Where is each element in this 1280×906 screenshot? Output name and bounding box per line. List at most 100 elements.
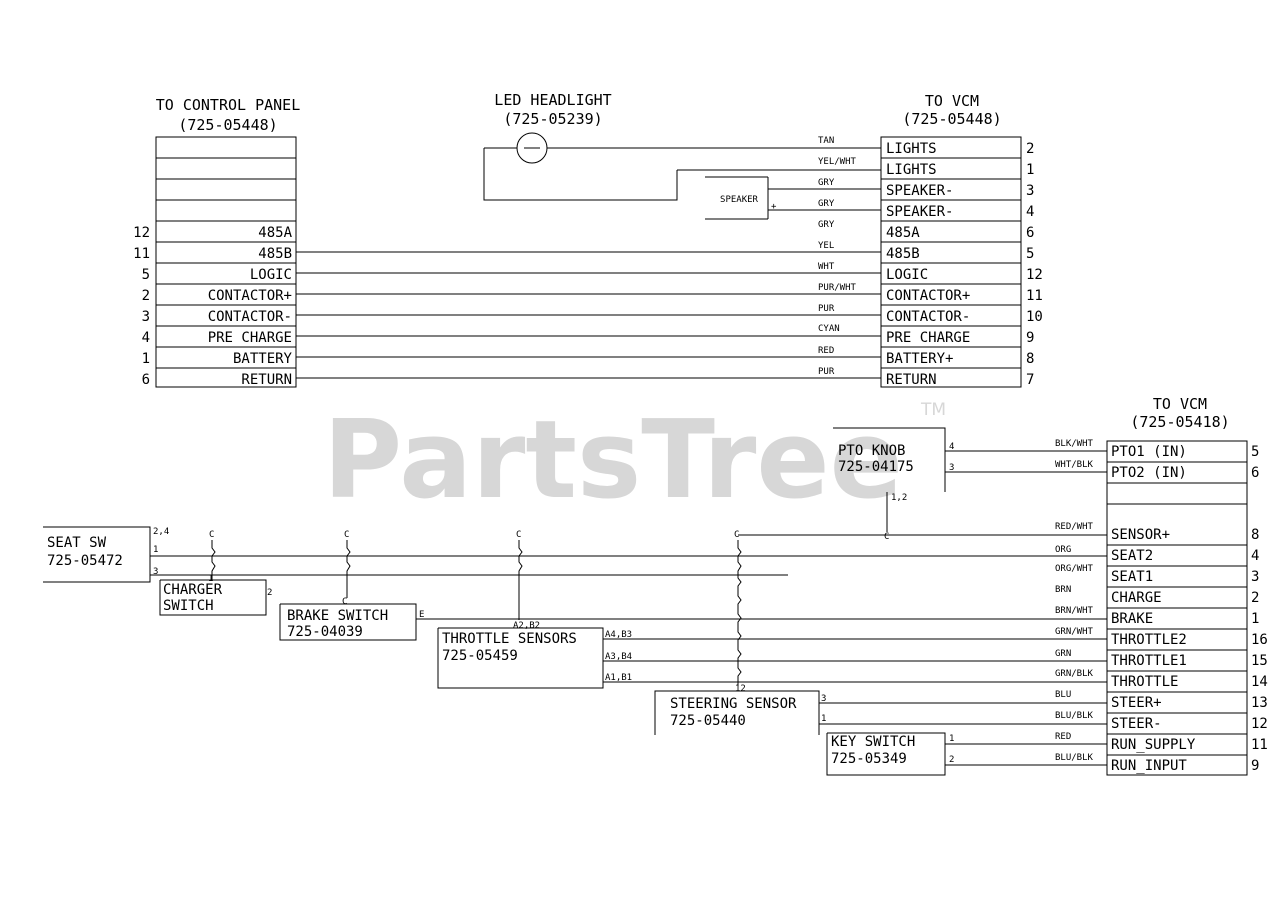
vcm2-wire: BLU/BLK <box>1055 711 1094 721</box>
vcm1-pin: 12 <box>1026 267 1043 283</box>
vcm2-wire: GRN/BLK <box>1055 669 1094 679</box>
vcm1-wire: YEL/WHT <box>818 157 857 167</box>
charger-switch-line1: CHARGER <box>163 582 223 598</box>
brake-switch-label: BRAKE SWITCH <box>287 608 388 624</box>
cp-row-battery: BATTERY <box>233 351 293 367</box>
vcm1-pin: 9 <box>1026 330 1034 346</box>
vcm1-wire: PUR <box>818 304 835 314</box>
key-pin: 2 <box>949 755 954 765</box>
vcm1-wire: CYAN <box>818 324 840 334</box>
vcm2-pin: 1 <box>1251 611 1259 627</box>
vcm1-connector: TO VCM (725-05448) LIGHTS LIGHTS SPEAKER… <box>818 92 1043 388</box>
charger-pin: 1 <box>208 574 213 584</box>
watermark-text: PartsTree <box>323 398 903 523</box>
charger-pin: 2 <box>267 588 272 598</box>
vcm1-wire: YEL <box>818 241 834 251</box>
vcm1-row: CONTACTOR+ <box>886 288 970 304</box>
throttle-pin: A3,B4 <box>605 652 632 662</box>
splice-label: C <box>516 530 521 540</box>
pto-knob: PTO KNOB 725-04175 4 3 1,2 C <box>833 427 1107 542</box>
vcm1-wire: WHT <box>818 262 835 272</box>
vcm1-row: PRE CHARGE <box>886 330 970 346</box>
vcm2-pin: 16 <box>1251 632 1268 648</box>
vcm2-row: BRAKE <box>1111 611 1153 627</box>
vcm1-pin: 1 <box>1026 162 1034 178</box>
brake-switch: BRAKE SWITCH 725-04039 C E <box>279 597 1107 641</box>
cp-row-485b: 485B <box>258 246 292 262</box>
key-pin: 1 <box>949 734 954 744</box>
speaker-plus: + <box>771 202 777 212</box>
steering-pin: 1 <box>821 714 826 724</box>
watermark-tm: TM <box>920 400 946 420</box>
vcm2-title: TO VCM <box>1153 395 1207 413</box>
cp-row-contactor-plus: CONTACTOR+ <box>208 288 292 304</box>
throttle-pin: A1,B1 <box>605 673 632 683</box>
vcm1-part: (725-05448) <box>902 110 1001 128</box>
vcm2-wire: RED/WHT <box>1055 522 1094 532</box>
seat-switch: SEAT SW 725-05472 2,4 1 3 <box>43 526 1107 583</box>
throttle-sensors-part: 725-05459 <box>442 648 518 664</box>
vcm2-pin: 8 <box>1251 527 1259 543</box>
vcm1-wire: GRY <box>818 178 835 188</box>
key-switch-part: 725-05349 <box>831 751 907 767</box>
vcm1-wire: PUR/WHT <box>818 283 857 293</box>
steering-sensor: STEERING SENSOR 725-05440 12 3 1 <box>654 684 1107 735</box>
vcm2-wire: ORG <box>1055 545 1071 555</box>
pto-pin: 1,2 <box>891 493 907 503</box>
cp-pin: 12 <box>133 225 150 241</box>
vcm2-row: CHARGE <box>1111 590 1162 606</box>
vcm2-wire: BLU <box>1055 690 1071 700</box>
steering-pin: 12 <box>735 684 746 694</box>
splice-label: C <box>884 532 889 542</box>
throttle-sensors: THROTTLE SENSORS 725-05459 A2,B2 A4,B3 A… <box>437 621 1107 689</box>
vcm1-pin: 2 <box>1026 141 1034 157</box>
vcm1-pin: 7 <box>1026 372 1034 388</box>
vcm2-wire: BLK/WHT <box>1055 439 1094 449</box>
key-switch: KEY SWITCH 725-05349 1 2 <box>826 732 1107 776</box>
vcm1-row: CONTACTOR- <box>886 309 970 325</box>
vcm2-row: PTO1 (IN) <box>1111 444 1187 460</box>
vcm2-wire: GRN <box>1055 649 1071 659</box>
vcm1-box <box>880 136 1022 388</box>
vcm2-pin: 4 <box>1251 548 1259 564</box>
brake-pin: C <box>342 597 347 607</box>
charger-switch: CHARGER SWITCH 1 2 <box>159 574 272 616</box>
vcm2-pin: 2 <box>1251 590 1259 606</box>
vcm2-row: THROTTLE1 <box>1111 653 1187 669</box>
steering-sensor-part: 725-05440 <box>670 713 746 729</box>
pto-knob-part: 725-04175 <box>838 459 914 475</box>
control-panel-title: TO CONTROL PANEL <box>156 96 301 114</box>
brake-pin: E <box>419 610 424 620</box>
splice-label: C <box>209 530 214 540</box>
vcm1-wire: GRY <box>818 199 835 209</box>
vcm2-wire: BLU/BLK <box>1055 753 1094 763</box>
vcm2-row: SEAT1 <box>1111 569 1153 585</box>
vcm2-wire: ORG/WHT <box>1055 564 1094 574</box>
vcm2-pin: 9 <box>1251 758 1259 774</box>
steering-sensor-label: STEERING SENSOR <box>670 696 797 712</box>
vcm2-row: THROTTLE <box>1111 674 1178 690</box>
cp-row-logic: LOGIC <box>250 267 292 283</box>
vcm1-row: LIGHTS <box>886 141 937 157</box>
vcm2-pin: 15 <box>1251 653 1268 669</box>
vcm1-wire: TAN <box>818 136 834 146</box>
vcm1-title: TO VCM <box>925 92 979 110</box>
pto-pin: 4 <box>949 442 954 452</box>
cp-row-485a: 485A <box>258 225 292 241</box>
headlight-title: LED HEADLIGHT <box>494 91 611 109</box>
brake-switch-part: 725-04039 <box>287 624 363 640</box>
vcm1-wire: RED <box>818 346 834 356</box>
vcm2-wire: GRN/WHT <box>1055 627 1094 637</box>
seat-pin: 2,4 <box>153 527 169 537</box>
vcm2-connector: TO VCM (725-05418) PTO1 (IN) PTO2 (IN) S… <box>1055 395 1268 776</box>
vcm2-pin: 5 <box>1251 444 1259 460</box>
vcm1-row: SPEAKER- <box>886 204 953 220</box>
vcm2-wire: BRN/WHT <box>1055 606 1094 616</box>
cp-pin: 11 <box>133 246 150 262</box>
seat-pin: 1 <box>153 545 158 555</box>
seat-pin: 3 <box>153 567 158 577</box>
vcm2-row: THROTTLE2 <box>1111 632 1187 648</box>
vcm2-row: STEER+ <box>1111 695 1162 711</box>
vcm2-row: PTO2 (IN) <box>1111 465 1187 481</box>
vcm2-row: RUN_SUPPLY <box>1111 737 1196 753</box>
